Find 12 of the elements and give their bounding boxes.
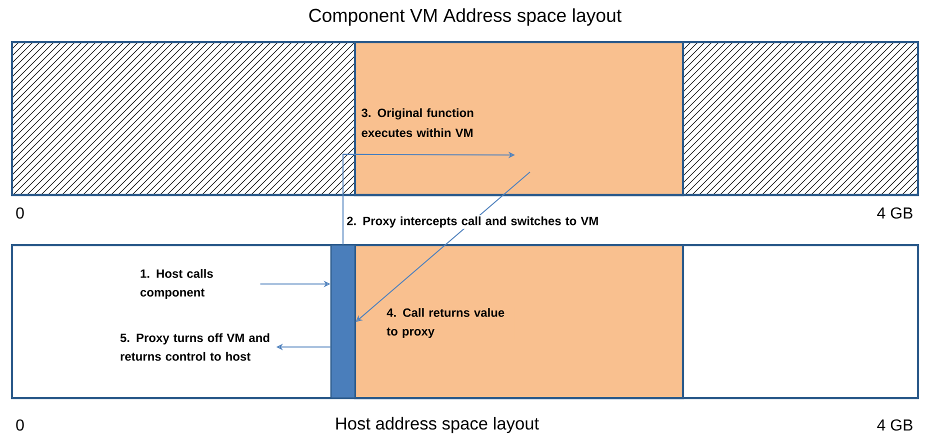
- edge-label: 2. Proxy intercepts call and switches to VM: [345, 215, 602, 229]
- axis-label: 0: [16, 207, 24, 219]
- axis-label: 0: [16, 419, 24, 431]
- axis-label: 4 GB: [877, 419, 912, 431]
- step-text: 1. Host calls component: [140, 269, 213, 299]
- step-text: 5. Proxy turns off VM and returns control to host: [120, 333, 270, 361]
- vm-region: 3. Original function executes within VM: [354, 40, 684, 196]
- axis-label: 4 GB: [877, 207, 912, 219]
- edge-label: 4. Call returns value to proxy: [385, 306, 515, 340]
- caption: Host address space layout: [336, 416, 539, 434]
- title: Component VM Address space layout: [309, 8, 622, 26]
- proxy-bar: [330, 244, 356, 399]
